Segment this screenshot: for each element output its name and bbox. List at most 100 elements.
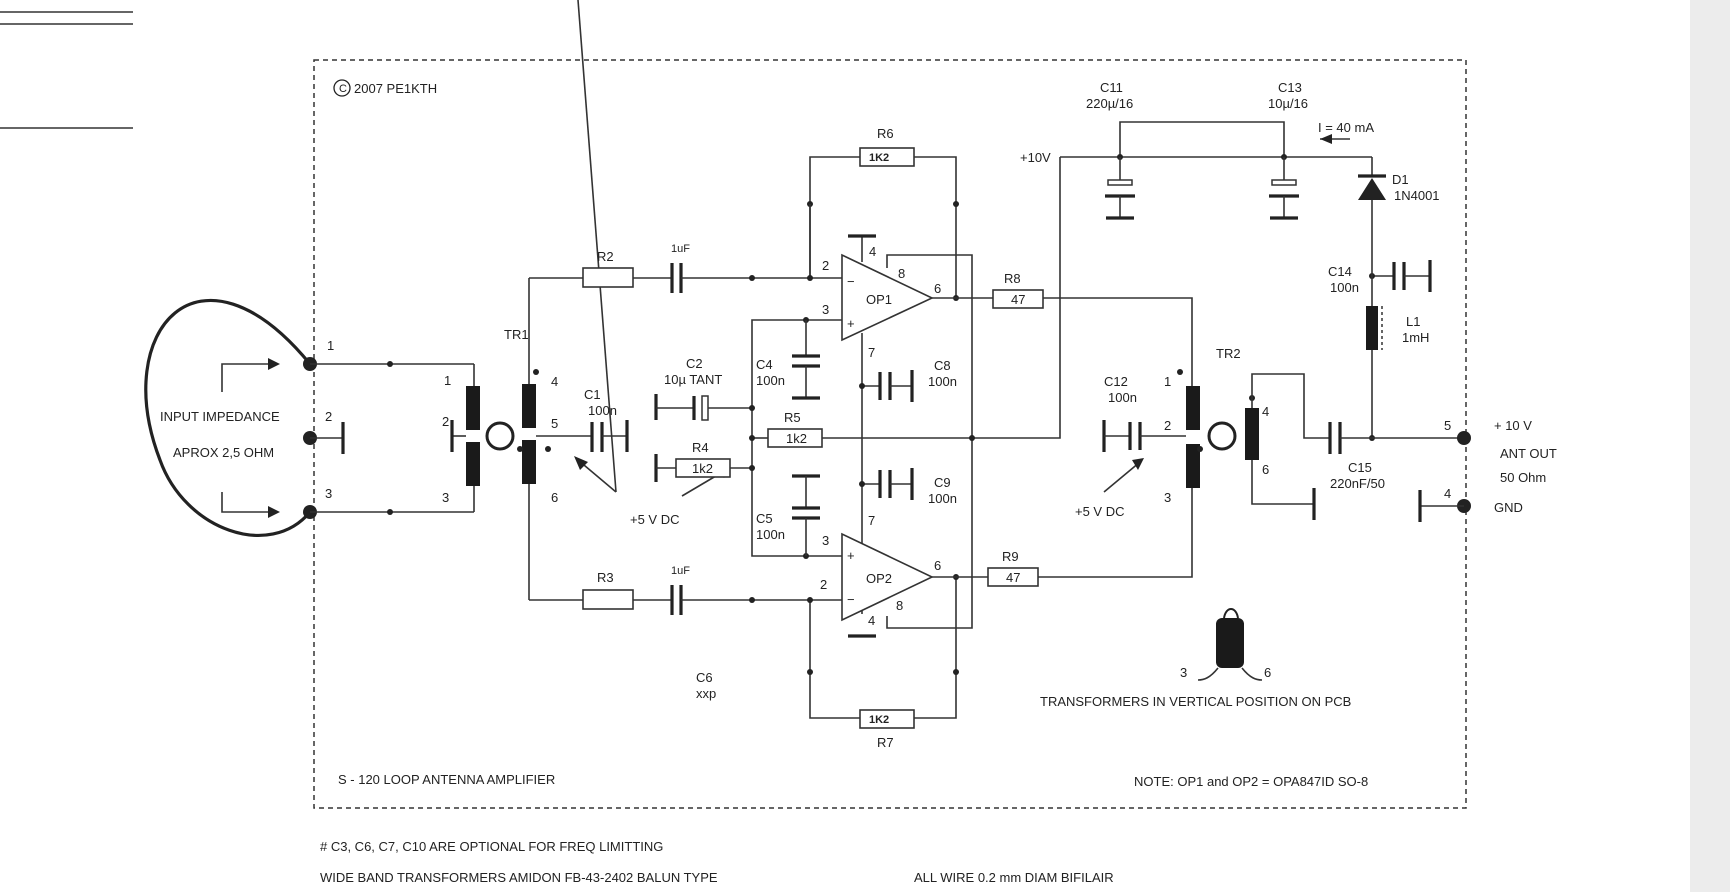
svg-text:C13: C13 — [1278, 80, 1302, 95]
svg-text:100n: 100n — [756, 527, 785, 542]
svg-text:4: 4 — [869, 244, 876, 259]
svg-text:C8: C8 — [934, 358, 951, 373]
ant-out-label: ANT OUT — [1500, 446, 1557, 461]
vertical-transformer-icon — [1197, 608, 1263, 681]
svg-text:7: 7 — [868, 345, 875, 360]
svg-text:3: 3 — [822, 302, 829, 317]
capacitor-c15 — [1328, 422, 1464, 454]
svg-text:10µ/16: 10µ/16 — [1268, 96, 1308, 111]
resistor-r3 — [582, 589, 634, 610]
svg-text:C15: C15 — [1348, 460, 1372, 475]
svg-text:R7: R7 — [877, 735, 894, 750]
svg-text:C1: C1 — [584, 387, 601, 402]
svg-text:5: 5 — [1444, 418, 1451, 433]
capacitor-c14 — [1372, 260, 1432, 292]
svg-text:6: 6 — [1264, 665, 1271, 680]
page-title: S - 120 LOOP ANTENNA AMPLIFIER — [338, 772, 555, 787]
svg-text:R3: R3 — [597, 570, 614, 585]
svg-text:10µ TANT: 10µ TANT — [664, 372, 722, 387]
svg-text:2: 2 — [822, 258, 829, 273]
cap-1uf-top-label: 1uF — [671, 243, 690, 255]
svg-text:1N4001: 1N4001 — [1394, 188, 1440, 203]
svg-text:R2: R2 — [597, 249, 614, 264]
svg-text:47: 47 — [1011, 292, 1025, 307]
svg-text:2: 2 — [325, 409, 332, 424]
tr1-label: TR1 — [504, 327, 529, 342]
opamp-op2 — [841, 532, 934, 622]
svg-text:6: 6 — [1262, 462, 1269, 477]
cap-1uf-bot-label: 1uF — [671, 565, 690, 577]
svg-text:1: 1 — [327, 338, 334, 353]
input-impedance-value: APROX 2,5 OHM — [173, 445, 274, 460]
svg-text:4: 4 — [868, 613, 875, 628]
input-impedance-label: INPUT IMPEDANCE — [160, 409, 280, 424]
resistor-r2 — [582, 267, 634, 288]
copyright-text: 2007 PE1KTH — [354, 81, 437, 96]
inductor-l1 — [1366, 262, 1383, 438]
svg-text:8: 8 — [896, 598, 903, 613]
svg-text:3: 3 — [442, 490, 449, 505]
svg-text:−: − — [847, 592, 855, 607]
capacitor-c12 — [1102, 420, 1186, 452]
svg-text:xxp: xxp — [696, 686, 716, 701]
capacitor-c2 — [654, 394, 752, 421]
svg-text:2: 2 — [442, 414, 449, 429]
svg-text:100n: 100n — [588, 403, 617, 418]
current-label: I = 40 mA — [1318, 120, 1374, 135]
svg-text:220µ/16: 220µ/16 — [1086, 96, 1133, 111]
op1-label: OP1 — [866, 292, 892, 307]
svg-text:8: 8 — [898, 266, 905, 281]
svg-text:1k2: 1k2 — [786, 431, 807, 446]
svg-text:100n: 100n — [928, 491, 957, 506]
gnd-label: GND — [1494, 500, 1523, 515]
svg-text:R6: R6 — [877, 126, 894, 141]
svg-text:7: 7 — [868, 513, 875, 528]
svg-text:+: + — [847, 316, 855, 331]
transformers-note: TRANSFORMERS IN VERTICAL POSITION ON PCB — [1040, 694, 1351, 709]
svg-text:220nF/50: 220nF/50 — [1330, 476, 1385, 491]
footer-line2: WIDE BAND TRANSFORMERS AMIDON FB-43-2402… — [320, 870, 718, 885]
resistor-r8 — [992, 289, 1044, 309]
svg-text:C11: C11 — [1100, 80, 1123, 95]
tr2-label: TR2 — [1216, 346, 1241, 361]
capacitor-c4 — [792, 320, 820, 400]
op2-label: OP2 — [866, 571, 892, 586]
opamp-note: NOTE: OP1 and OP2 = OPA847ID SO-8 — [1134, 774, 1368, 789]
svg-text:2: 2 — [820, 577, 827, 592]
svg-text:1k2: 1k2 — [692, 461, 713, 476]
svg-text:R9: R9 — [1002, 549, 1019, 564]
svg-text:C9: C9 — [934, 475, 951, 490]
svg-text:1: 1 — [1164, 374, 1171, 389]
svg-text:L1: L1 — [1406, 314, 1420, 329]
svg-text:4: 4 — [1262, 404, 1269, 419]
capacitor-c5 — [792, 474, 820, 556]
svg-text:R5: R5 — [784, 410, 801, 425]
svg-text:−: − — [847, 274, 855, 289]
svg-text:100n: 100n — [928, 374, 957, 389]
svg-text:1mH: 1mH — [1402, 330, 1429, 345]
svg-text:100n: 100n — [1108, 390, 1137, 405]
svg-text:1: 1 — [444, 373, 451, 388]
svg-text:C12: C12 — [1104, 374, 1128, 389]
svg-text:6: 6 — [551, 490, 558, 505]
plus10v-label: +10V — [1020, 150, 1051, 165]
svg-text:100n: 100n — [1330, 280, 1359, 295]
svg-text:R8: R8 — [1004, 271, 1021, 286]
opamp-op1 — [841, 253, 934, 342]
svg-text:2: 2 — [1164, 418, 1171, 433]
svg-text:47: 47 — [1006, 570, 1020, 585]
svg-text:C14: C14 — [1328, 264, 1352, 279]
footer-line1: # C3, C6, C7, C10 ARE OPTIONAL FOR FREQ … — [320, 839, 663, 854]
svg-text:C4: C4 — [756, 357, 773, 372]
capacitor-c1 — [590, 420, 629, 452]
footer-line3: ALL WIRE 0.2 mm DIAM BIFILAIR — [914, 870, 1114, 885]
svg-text:C5: C5 — [756, 511, 773, 526]
plus5v-label-right: +5 V DC — [1075, 504, 1125, 519]
svg-text:+: + — [847, 548, 855, 563]
svg-text:3: 3 — [1164, 490, 1171, 505]
svg-text:6: 6 — [934, 558, 941, 573]
svg-text:3: 3 — [325, 486, 332, 501]
c6-label: C6 — [696, 670, 713, 685]
svg-text:1K2: 1K2 — [869, 152, 889, 164]
